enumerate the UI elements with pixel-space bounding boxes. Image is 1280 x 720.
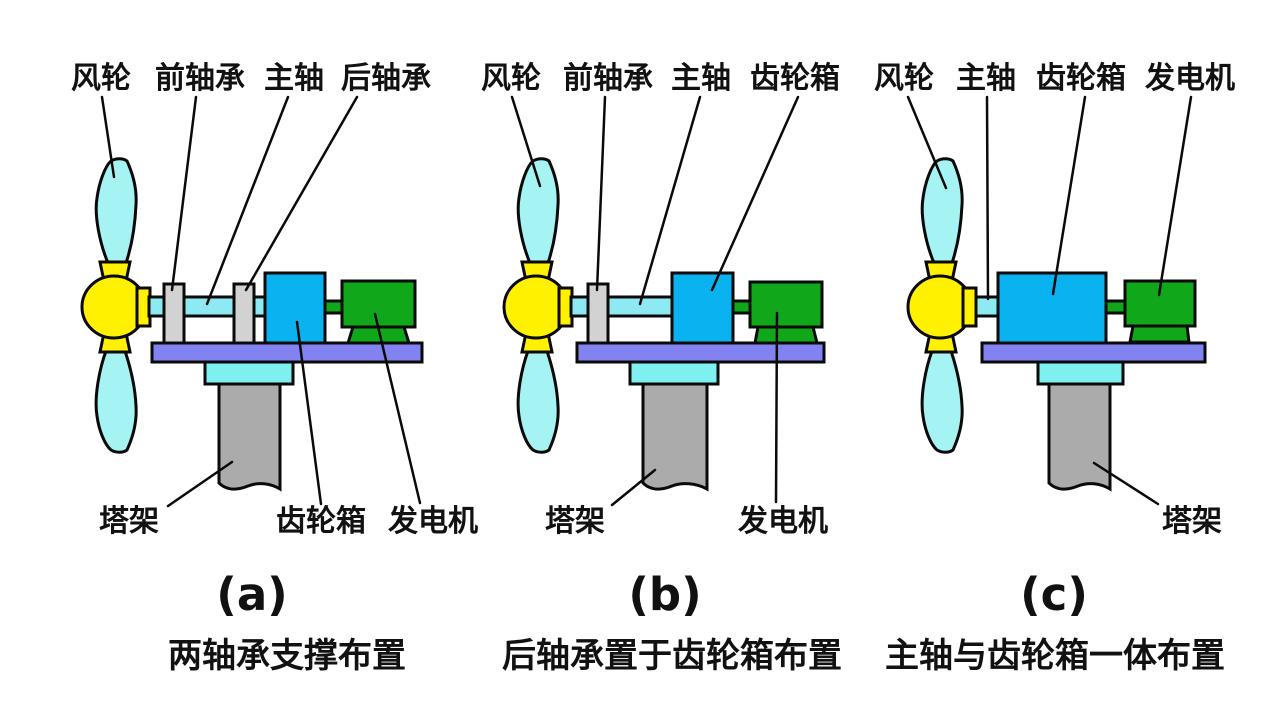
tower-shape — [217, 382, 282, 492]
label-a-main-shaft: 主轴 — [264, 61, 324, 96]
label-c-rotor: 风轮 — [874, 61, 934, 96]
label-a-gearbox: 齿轮箱 — [276, 504, 366, 539]
diagram-c-drawing — [906, 95, 1207, 506]
generator-mount-shape — [753, 325, 819, 345]
label-c-generator: 发电机 — [1145, 61, 1235, 96]
coupling-shaft-shape — [323, 299, 345, 315]
label-b-main-shaft: 主轴 — [671, 61, 731, 96]
label-a-tower: 塔架 — [99, 504, 159, 539]
leader-front-bearing — [170, 95, 198, 292]
leader-generator — [373, 312, 422, 505]
generator-shape — [748, 280, 824, 329]
label-a-front-bearing: 前轴承 — [155, 61, 245, 96]
leader-main-shaft — [205, 95, 290, 306]
gearbox-shape — [670, 271, 735, 345]
leader-tower — [610, 468, 657, 507]
leader-gearbox — [1051, 95, 1087, 296]
label-c-gearbox: 齿轮箱 — [1036, 61, 1126, 96]
blade-upper — [94, 157, 138, 265]
leader-lines-c — [906, 95, 1193, 506]
rotor-b — [502, 157, 574, 454]
leader-lines-b — [510, 95, 800, 507]
label-a-rear-bearing: 后轴承 — [341, 61, 431, 96]
caption-text-b: 后轴承置于齿轮箱布置 — [502, 636, 842, 676]
blade-lower — [516, 349, 560, 454]
bedplate-shape — [575, 341, 826, 364]
leader-front-bearing — [595, 95, 607, 292]
leader-main-shaft — [985, 95, 990, 301]
leader-gearbox — [295, 320, 323, 506]
coupling-shaft-shape — [731, 299, 752, 315]
label-c-main-shaft: 主轴 — [956, 61, 1016, 96]
generator-mount-shape — [1128, 324, 1191, 344]
yaw-block-shape — [203, 360, 295, 386]
caption-letter-a: (a) — [216, 568, 288, 621]
leader-main-shaft — [638, 95, 702, 306]
caption-text-c: 主轴与齿轮箱一体布置 — [885, 636, 1225, 676]
label-b-generator: 发电机 — [738, 504, 828, 539]
rotor-c — [906, 157, 978, 454]
leader-gearbox — [710, 95, 800, 292]
caption-text-a: 两轴承支撑布置 — [168, 636, 406, 676]
blade-upper — [920, 157, 964, 265]
bedplate-shape — [150, 341, 424, 364]
tower-shape — [1047, 382, 1112, 492]
leader-rotor — [906, 95, 948, 190]
yaw-block-shape — [1036, 360, 1125, 386]
front-bearing-shape — [162, 282, 186, 345]
label-b-tower: 塔架 — [545, 504, 605, 539]
leader-rotor — [100, 95, 116, 179]
caption-letter-b: (b) — [628, 568, 702, 621]
leader-lines-a — [100, 95, 422, 508]
blade-lower — [94, 349, 138, 454]
rear-bearing-shape — [232, 282, 256, 345]
rotor-a — [80, 157, 152, 454]
label-c-tower: 塔架 — [1162, 504, 1222, 539]
front-bearing-shape — [586, 282, 610, 345]
gearbox-shape — [996, 271, 1108, 345]
coupling-shaft-shape — [1104, 299, 1127, 315]
diagram-a-drawing — [80, 95, 424, 508]
leader-rotor — [510, 95, 542, 188]
caption-letter-c: (c) — [1020, 568, 1088, 621]
leader-tower — [1092, 461, 1160, 506]
label-b-rotor: 风轮 — [481, 61, 541, 96]
leader-tower — [166, 460, 234, 508]
label-b-front-bearing: 前轴承 — [563, 61, 653, 96]
generator-shape — [340, 279, 417, 329]
hub-flange — [961, 286, 978, 328]
leader-rear-bearing — [244, 95, 359, 292]
yaw-block-shape — [628, 360, 720, 386]
tower-shape — [641, 382, 709, 492]
diagram-b-drawing — [502, 95, 826, 507]
bedplate-shape — [980, 341, 1207, 364]
label-b-gearbox: 齿轮箱 — [750, 61, 840, 96]
label-a-generator: 发电机 — [388, 504, 478, 539]
leader-generator — [1157, 95, 1193, 297]
blade-upper — [516, 157, 560, 265]
gearbox-shape — [263, 271, 327, 345]
label-a-rotor: 风轮 — [71, 61, 131, 96]
leader-generator — [774, 311, 779, 504]
blade-lower — [920, 349, 964, 454]
